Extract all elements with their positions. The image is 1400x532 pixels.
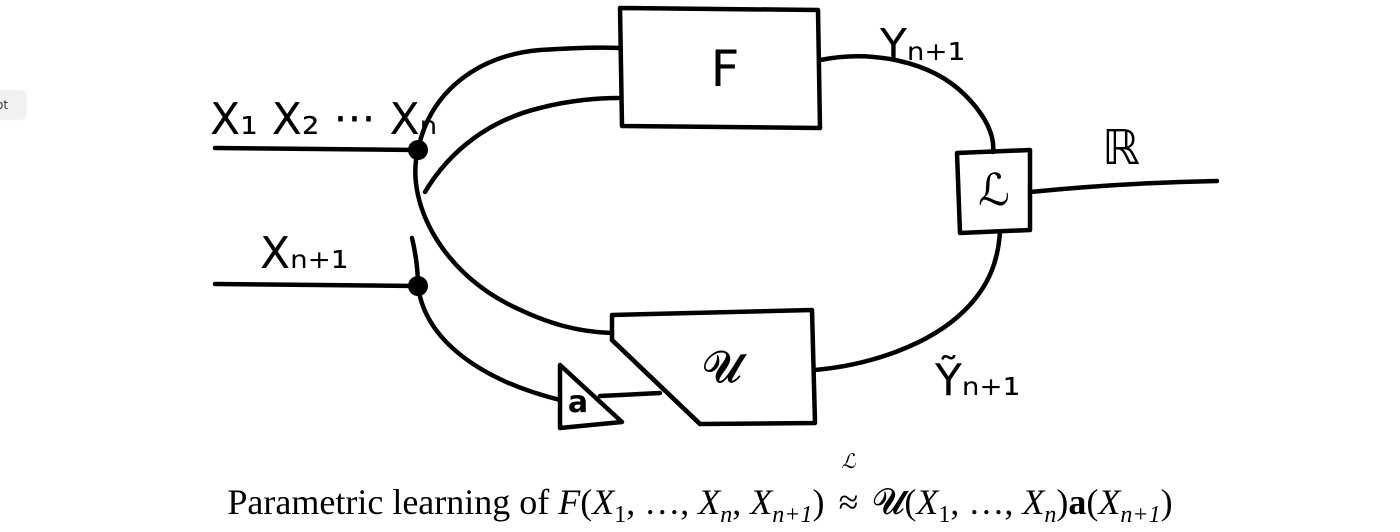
input-node-2: [408, 276, 428, 296]
inputs-wire: [212, 145, 421, 153]
caption-f: F: [558, 482, 581, 522]
caption-dots-2: …: [968, 482, 1005, 522]
a-triangle-label: a: [568, 385, 588, 420]
reals-label: ℝ: [1102, 120, 1140, 176]
u-box-label: 𝓤: [703, 342, 748, 393]
output-approx-label: Ỹₙ₊₁: [934, 354, 1020, 406]
caption-dots-1: …: [644, 482, 681, 522]
caption-subn1: n+1: [772, 502, 813, 528]
caption-x1b: X: [916, 482, 939, 522]
caption-x1: X: [592, 482, 615, 522]
wire-a-to-u: [597, 390, 663, 399]
side-tab[interactable]: ot: [0, 91, 26, 119]
wire-loss-to-r: [1027, 178, 1220, 195]
u-box: [609, 307, 818, 427]
caption-approx-symbol: ≈: [838, 482, 859, 522]
loss-box-label: ℒ: [978, 165, 1010, 216]
caption-subnb: n: [1044, 502, 1057, 528]
caption-u: 𝓤: [872, 482, 905, 522]
inputs-label: X₁ X₂ ··· Xₙ: [210, 94, 437, 145]
caption-a: a: [1068, 482, 1087, 522]
caption-approx-over: ℒ: [841, 451, 856, 473]
wire-node1-to-u: [413, 147, 615, 336]
caption: Parametric learning of F(X1, …, Xn, Xn+1…: [227, 451, 1173, 530]
caption-sub1b: 1: [938, 502, 951, 528]
f-box: [617, 5, 823, 131]
caption-prefix: Parametric learning of: [227, 482, 559, 522]
caption-subn: n: [720, 502, 733, 528]
caption-subn1b: n+1: [1120, 502, 1161, 528]
caption-xnb: X: [1022, 482, 1045, 522]
u-box-cut: [609, 337, 703, 427]
side-tab-label: ot: [0, 98, 9, 112]
loss-box: [954, 147, 1033, 236]
caption-xn1b: X: [1098, 482, 1121, 522]
wire-to-f-top: [415, 45, 623, 153]
caption-xn: X: [698, 482, 721, 522]
caption-xn1: X: [750, 482, 773, 522]
input-next-wire: [212, 281, 421, 289]
wire-f-to-loss: [817, 54, 996, 155]
f-box-label: F: [711, 40, 740, 98]
string-diagram: F 𝓤 a ℒ X₁ X₂ ··· Xₙ Xₙ₊₁ Yₙ₊₁ Ỹₙ₊₁ ℝ: [210, 5, 1220, 431]
caption-sub1: 1: [614, 502, 627, 528]
wire-to-f-bottom: [422, 95, 621, 195]
input-node-1: [408, 140, 428, 160]
output-label: Yₙ₊₁: [879, 20, 965, 71]
caption-approx: ℒ≈: [833, 452, 863, 530]
wire-node2-to-a: [415, 283, 563, 403]
a-triangle: [557, 362, 625, 431]
wire-u-to-loss: [812, 229, 1003, 373]
input-next-label: Xₙ₊₁: [260, 228, 349, 279]
